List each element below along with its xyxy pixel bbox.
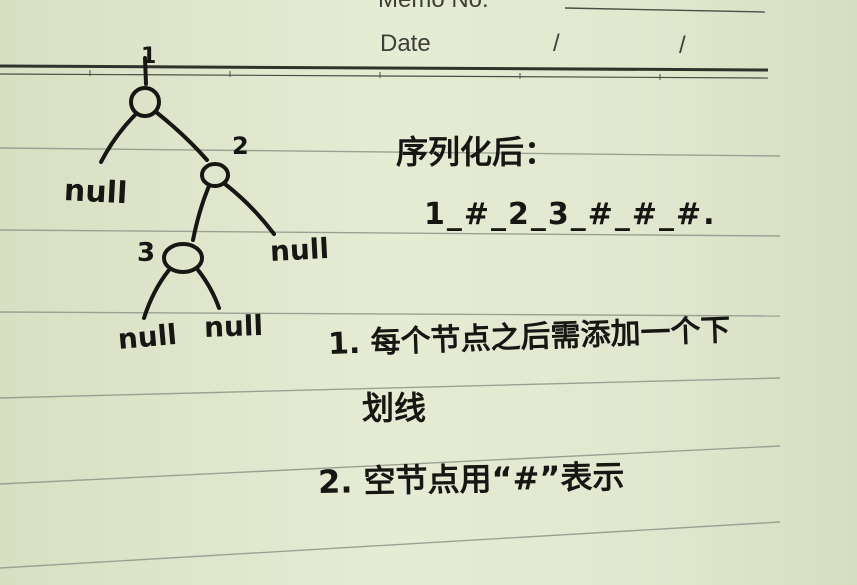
tree-label-3: 3: [137, 238, 156, 268]
tree-edge-3-left: [142, 268, 171, 320]
ruled-line: [0, 229, 781, 237]
tree-label-root: 1: [141, 44, 157, 69]
tree-edge-root-left: [99, 112, 138, 164]
memo-number-label: Memo No.: [378, 0, 489, 14]
ruled-lines: [0, 64, 781, 569]
date-separator: /: [679, 32, 686, 59]
tree-edge-2-right: [223, 182, 276, 236]
tree-edge-3-right: [196, 268, 221, 310]
tree-null-label: null: [203, 308, 264, 344]
date-separator: /: [553, 30, 560, 57]
header-rule-thin: [0, 73, 769, 79]
ruled-line: [0, 311, 781, 317]
tree-node-3: [162, 242, 204, 274]
tree-edge-2-left: [191, 184, 211, 242]
note-point-1-continuation: 划线: [362, 389, 427, 427]
binary-tree-drawing: [99, 56, 276, 320]
tree-label-2: 2: [232, 132, 249, 160]
tree-null-label: null: [269, 231, 330, 268]
header-tick-marks: [89, 70, 661, 80]
tree-null-label: null: [116, 317, 179, 356]
date-label: Date: [380, 30, 431, 57]
notes-heading: 序列化后：: [396, 133, 557, 171]
serialized-sequence: 1_#_2_3_#_#_#.: [424, 197, 717, 232]
note-point-2: 2. 空节点用“#”表示: [317, 457, 625, 501]
tree-node-root: [129, 86, 161, 118]
root-stem: [143, 56, 148, 86]
date-blank-line: [564, 7, 766, 13]
ruled-line: [0, 377, 781, 399]
ruled-line: [0, 445, 781, 485]
header-rule-thick: [0, 64, 769, 72]
ruled-line: [0, 521, 781, 569]
tree-edge-root-right: [154, 110, 209, 162]
tree-node-2: [200, 162, 230, 188]
ruled-line: [0, 147, 781, 157]
tree-null-label: null: [63, 173, 129, 212]
